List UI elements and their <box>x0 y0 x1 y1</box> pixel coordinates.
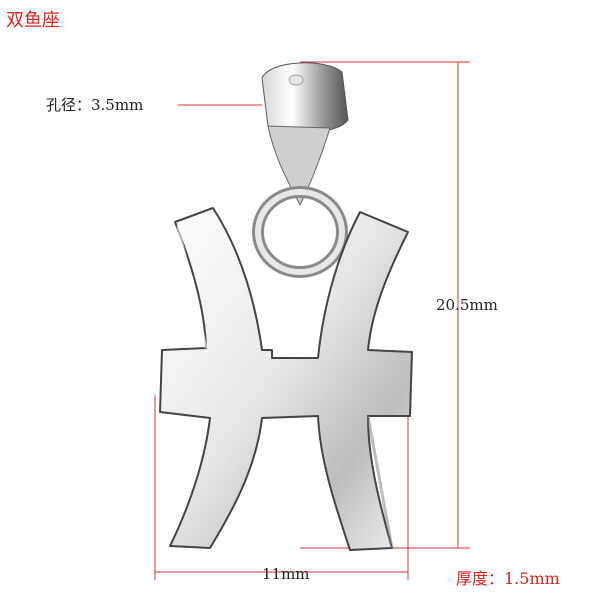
product-title: 双鱼座 <box>6 10 60 31</box>
height-label: 20.5mm <box>436 296 498 314</box>
jump-ring <box>252 186 348 278</box>
bail <box>261 62 349 207</box>
thickness-label: 厚度：1.5mm <box>456 569 560 588</box>
pisces-glyph <box>159 207 413 551</box>
hole-diameter-label: 孔径：3.5mm <box>46 96 144 114</box>
width-label: 11mm <box>262 565 310 583</box>
